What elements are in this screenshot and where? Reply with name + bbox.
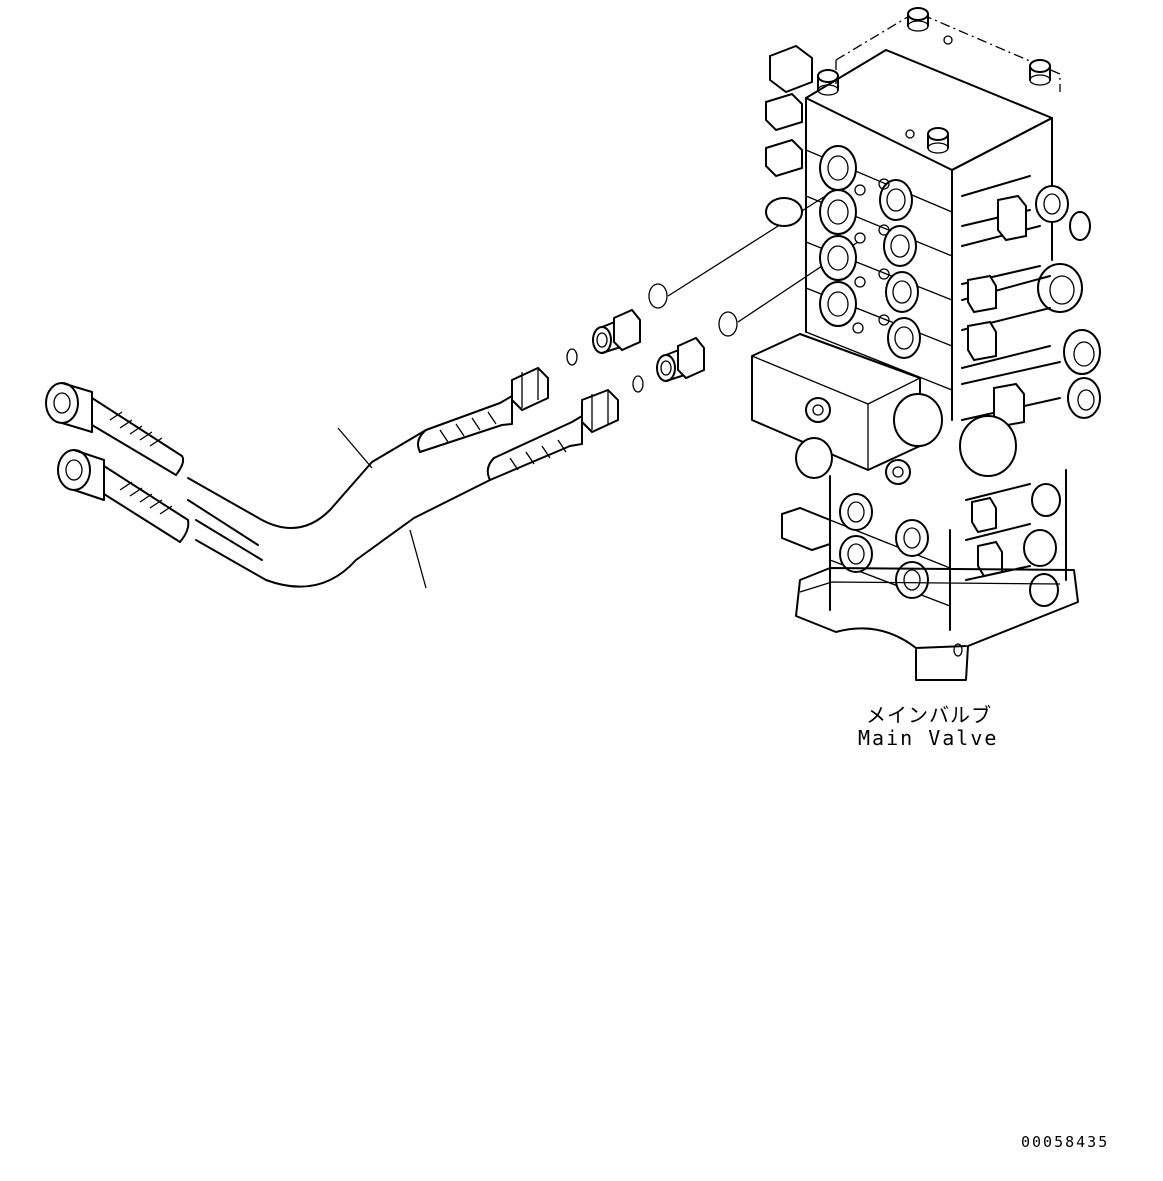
valve-ports (819, 145, 921, 359)
main-valve-label-en: Main Valve (858, 726, 999, 750)
leader-port-upper (667, 187, 839, 297)
spool-caps (961, 175, 1101, 428)
main-valve-label-ja: メインバルブ (866, 703, 992, 727)
left-fittings (765, 44, 813, 227)
main-valve (751, 7, 1101, 681)
adapter-lower (656, 336, 705, 382)
hose-upper (45, 366, 549, 546)
top-bolts (817, 7, 1051, 154)
hose-lower (57, 388, 619, 589)
manifold-block (751, 333, 1017, 485)
o-rings (566, 283, 738, 393)
adapter-upper (592, 308, 641, 354)
base-plate (795, 567, 1079, 681)
lower-block (781, 469, 1067, 631)
drawing-number: 00058435 (1021, 1133, 1110, 1151)
